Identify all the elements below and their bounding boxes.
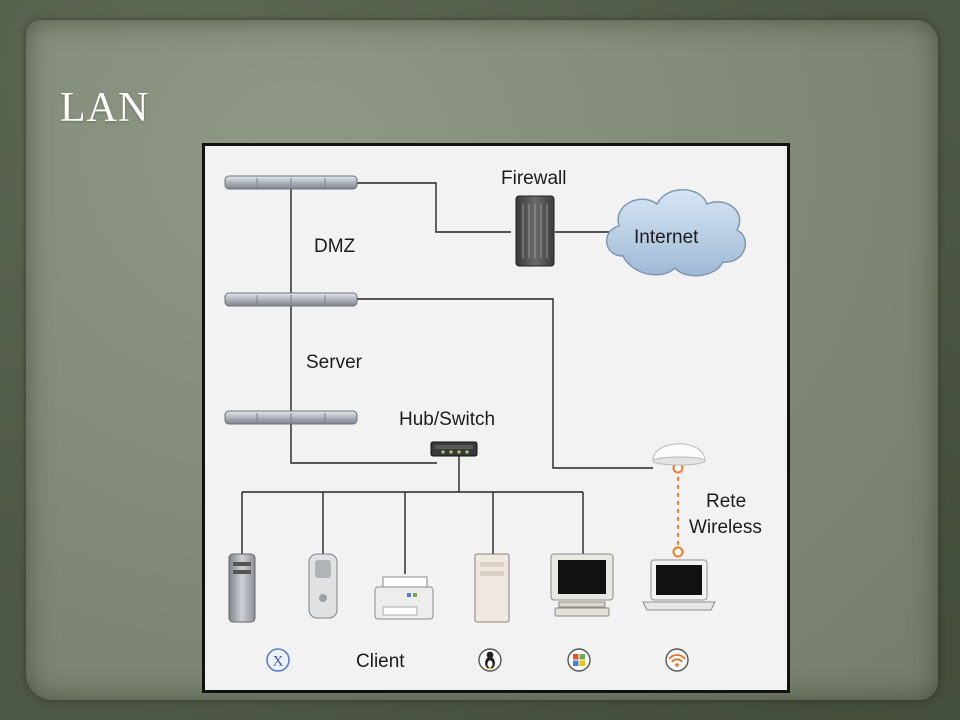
internet-label: Internet <box>634 227 699 248</box>
firewall-label: Firewall <box>501 168 566 189</box>
client-printer-icon <box>374 576 434 620</box>
hub-switch-icon <box>430 441 478 457</box>
client-crt-monitor-icon <box>550 553 614 617</box>
mac-os-x-icon: X <box>266 648 290 672</box>
wireless-link <box>672 462 684 558</box>
network-cables <box>241 182 653 574</box>
client-laptop-icon <box>642 559 716 611</box>
server-label: Server <box>306 352 363 373</box>
wireless-base-station-icon <box>652 443 706 466</box>
rack-server-dmz <box>224 175 358 190</box>
rack-server-bottom <box>224 410 358 425</box>
cable-server-to-wireless <box>357 298 653 469</box>
wireless-icon <box>665 648 689 672</box>
linux-tux-icon <box>478 648 502 672</box>
slide-title: LAN <box>60 85 150 131</box>
client-power-mac-icon <box>308 553 338 619</box>
wireless-label: Wireless <box>689 517 762 538</box>
internet-cloud-icon <box>605 189 747 277</box>
client-pc-tower-icon <box>474 553 510 623</box>
client-label: Client <box>356 651 405 672</box>
dmz-label: DMZ <box>314 236 356 257</box>
firewall-device-icon <box>515 195 555 267</box>
hub-switch-label: Hub/Switch <box>399 409 495 430</box>
svg-text:X: X <box>273 654 284 670</box>
rack-server-middle <box>224 292 358 307</box>
cable-backbone-vertical <box>290 186 437 464</box>
cable-dmz-to-firewall <box>357 182 511 233</box>
rete-label: Rete <box>706 491 746 512</box>
windows-icon <box>567 648 591 672</box>
lan-diagram: X Firewall Internet DMZ Server Hub/Switc… <box>202 143 790 693</box>
client-mac-pro-icon <box>228 553 256 623</box>
